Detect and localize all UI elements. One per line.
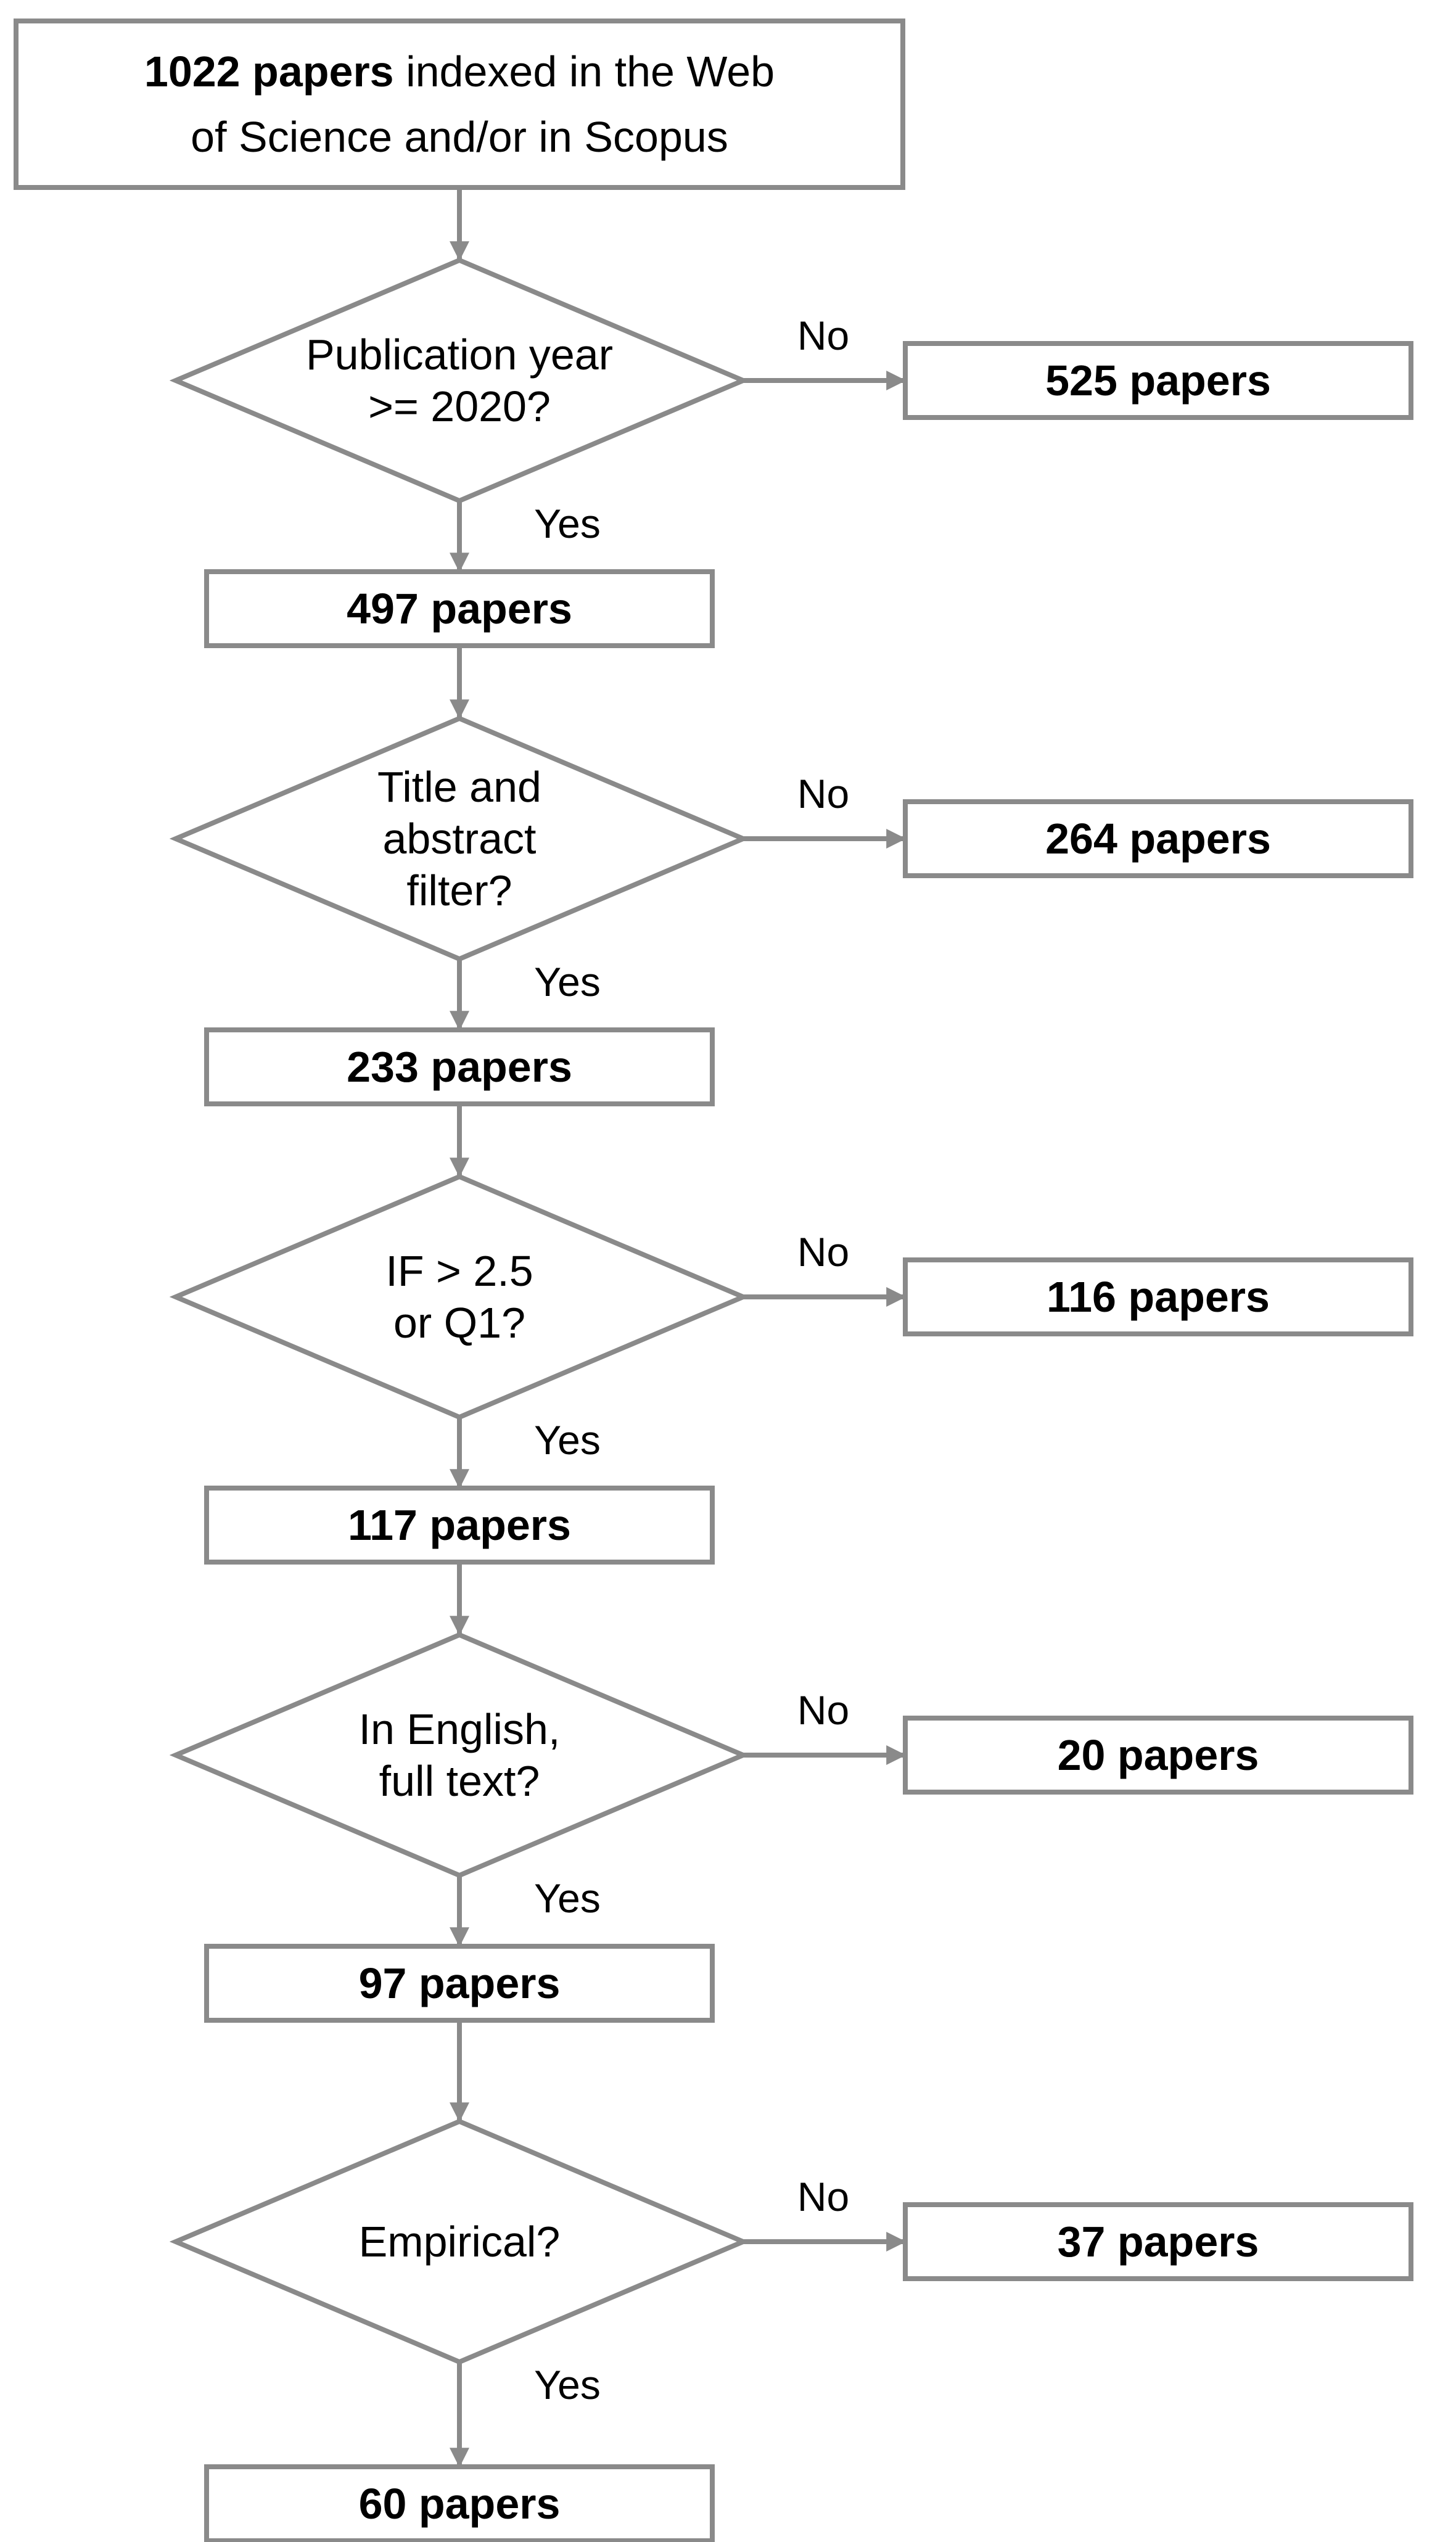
decision-question: Title and: [377, 763, 541, 811]
remaining-box: [204, 1944, 715, 2023]
decision-question: Publication year: [306, 331, 613, 379]
decision-question: full text?: [379, 1757, 540, 1805]
decision-question: Empirical?: [359, 2218, 561, 2266]
decision-diamond: [169, 1632, 750, 1878]
yes-label: Yes: [534, 959, 601, 1005]
excluded-count: 20 papers: [1058, 1731, 1259, 1779]
remaining-box: [204, 1486, 715, 1565]
yes-label: Yes: [534, 2362, 601, 2408]
decision-diamond: [169, 257, 750, 504]
remaining-count: 233 papers: [347, 1043, 572, 1091]
remaining-box: [204, 2464, 715, 2542]
start-count: 1022 papers: [144, 47, 394, 96]
excluded-count: 116 papers: [1047, 1273, 1270, 1321]
excluded-count: 525 papers: [1045, 356, 1271, 405]
start-text: indexed in the Web: [394, 47, 775, 96]
excluded-box: [903, 341, 1413, 420]
remaining-box: [204, 569, 715, 648]
excluded-box: [903, 799, 1413, 878]
yes-label: Yes: [534, 501, 601, 546]
excluded-box: [903, 1716, 1413, 1795]
decision-diamond: [169, 1174, 750, 1420]
excluded-box: [903, 1257, 1413, 1336]
remaining-count: 497 papers: [347, 585, 572, 633]
no-label: No: [797, 1229, 849, 1275]
remaining-count: 117 papers: [348, 1501, 571, 1549]
yes-label: Yes: [534, 1417, 601, 1463]
no-label: No: [797, 2174, 849, 2219]
remaining-count: 60 papers: [359, 2480, 561, 2528]
decision-question: >= 2020?: [368, 382, 551, 430]
no-label: No: [797, 771, 849, 816]
decision-question: In English,: [359, 1705, 561, 1753]
yes-label: Yes: [534, 1875, 601, 1921]
decision-question: or Q1?: [393, 1299, 525, 1347]
remaining-count: 97 papers: [359, 1959, 561, 2007]
start-line2: of Science and/or in Scopus: [191, 113, 728, 161]
decision-question: IF > 2.5: [385, 1247, 533, 1295]
decision-question: abstract: [383, 815, 537, 863]
start-box: [14, 19, 905, 190]
remaining-box: [204, 1027, 715, 1106]
start-line1: 1022 papers indexed in the Web: [144, 47, 775, 96]
decision-question: filter?: [406, 866, 512, 915]
excluded-count: 264 papers: [1045, 815, 1271, 863]
excluded-box: [903, 2202, 1413, 2281]
no-label: No: [797, 313, 849, 358]
no-label: No: [797, 1687, 849, 1733]
excluded-count: 37 papers: [1058, 2218, 1259, 2266]
